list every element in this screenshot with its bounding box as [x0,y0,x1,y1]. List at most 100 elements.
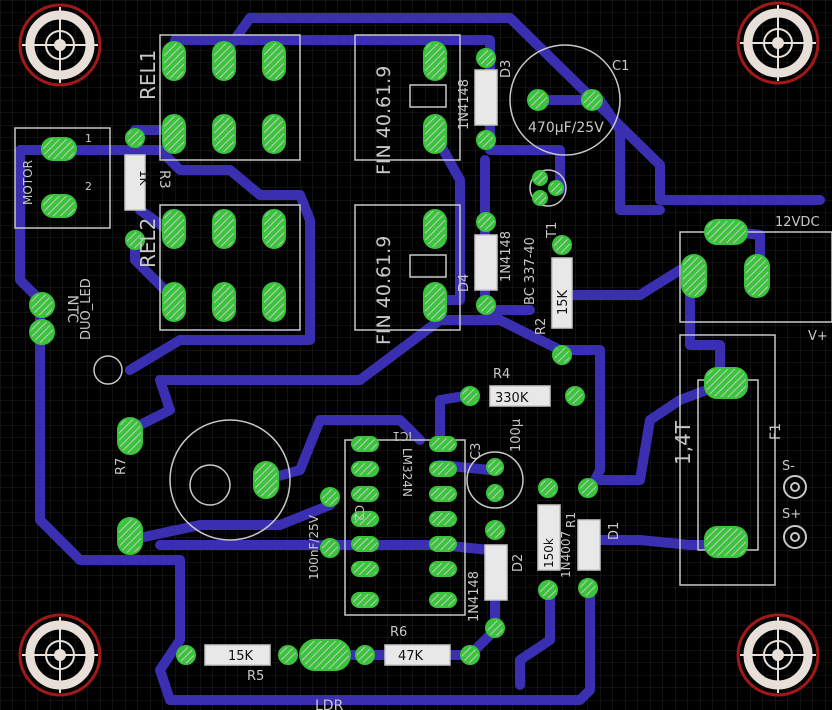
label-c2-value: 100nF/25V [307,514,321,580]
trace-bottom-loop [155,555,595,705]
label-d1: D1 [607,522,622,540]
pad [29,292,55,318]
pad [704,526,748,558]
pad [429,461,457,477]
pad [29,319,55,345]
trace-pot-low [125,500,335,545]
trace-r2-out [560,265,685,300]
trace-r4 [435,390,475,450]
r5-body [204,644,271,666]
pad [117,517,143,555]
pad [548,180,564,196]
supply-connector-outline [679,231,832,323]
rel2-outline [159,204,301,331]
pad [351,511,379,527]
screw-terminals [783,475,807,549]
terminal-s-minus [783,475,807,499]
pot-inner [189,464,231,506]
label-relay-type-bottom: FIN 40.61.9 [373,236,395,345]
pad [212,209,236,249]
pad [429,561,457,577]
pad [476,212,496,232]
pad [704,367,748,399]
pad [476,48,496,68]
pad [262,282,286,322]
terminal-s-minus-center [790,482,800,492]
label-d3: D3 [499,60,514,78]
pad [581,89,603,111]
trace-ic-left [125,315,565,435]
pad [552,235,572,255]
r2-body [551,257,573,329]
pad [299,639,351,671]
coil-bottom [409,254,447,278]
terminal-s-plus-center [790,532,800,542]
mounting-hole-top-left [18,3,102,87]
rel1-pads [162,41,286,154]
label-rel1: REL1 [136,50,160,100]
label-r4: R4 [493,367,510,382]
pad [355,645,375,665]
label-d2: D2 [511,554,526,572]
small-round-pads [125,48,603,665]
component-labels: REL1 REL2 FIN 40.61.9 FIN 40.61.9 MOTOR … [21,50,828,710]
label-r1: R1 [564,512,578,528]
label-c1: C1 [612,59,629,74]
label-r2: R2 [534,318,549,335]
pad [423,114,447,154]
trace-fuse-link [595,380,725,485]
mounting-hole-bottom-left [18,613,102,697]
pad [744,254,770,298]
pad [538,580,558,600]
mounting-hole-bottom-right [736,613,820,697]
label-motor-pin2: 2 [85,180,92,193]
pad [253,461,279,499]
pad [578,478,598,498]
pot-outline [169,419,291,541]
pad [704,219,748,245]
pad [320,487,340,507]
pad [351,536,379,552]
label-r3-value: 1K [137,170,151,187]
pad [162,41,186,81]
label-d2-part: 1N4148 [467,571,482,622]
relay-fin-pads [423,41,447,322]
pad [351,561,379,577]
pad [486,484,504,502]
label-r1-value: 150k [542,538,556,568]
pad [423,209,447,249]
label-duo-led: DUO_LED [79,278,94,340]
t1-outline [529,169,567,207]
ic-pads [351,436,457,608]
rel1-outline [159,34,301,161]
duo-led-outline [93,355,123,385]
trace-power-rail [685,265,725,390]
pad [485,520,505,540]
pad [162,114,186,154]
mounting-holes [18,1,820,697]
pad [429,511,457,527]
label-r5-value: 15K [228,649,254,664]
pad [532,190,548,206]
silkscreen [14,34,832,666]
pad [278,645,298,665]
pad [429,536,457,552]
mounting-hole-top-right [736,1,820,85]
r3-body [124,154,146,211]
label-relay-type-top: FIN 40.61.9 [373,66,395,175]
pad [460,386,480,406]
pad [351,592,379,608]
d4-body [474,234,498,291]
pad [532,170,548,186]
pad [262,209,286,249]
pad [460,645,480,665]
connector-pads [29,137,770,671]
pad [41,194,77,218]
label-motor: MOTOR [21,160,35,205]
c1-outline [509,44,621,156]
pad [476,295,496,315]
label-motor-pin1: 1 [85,132,92,145]
label-c3-value: 100µ [509,419,524,452]
d3-body [474,69,498,126]
